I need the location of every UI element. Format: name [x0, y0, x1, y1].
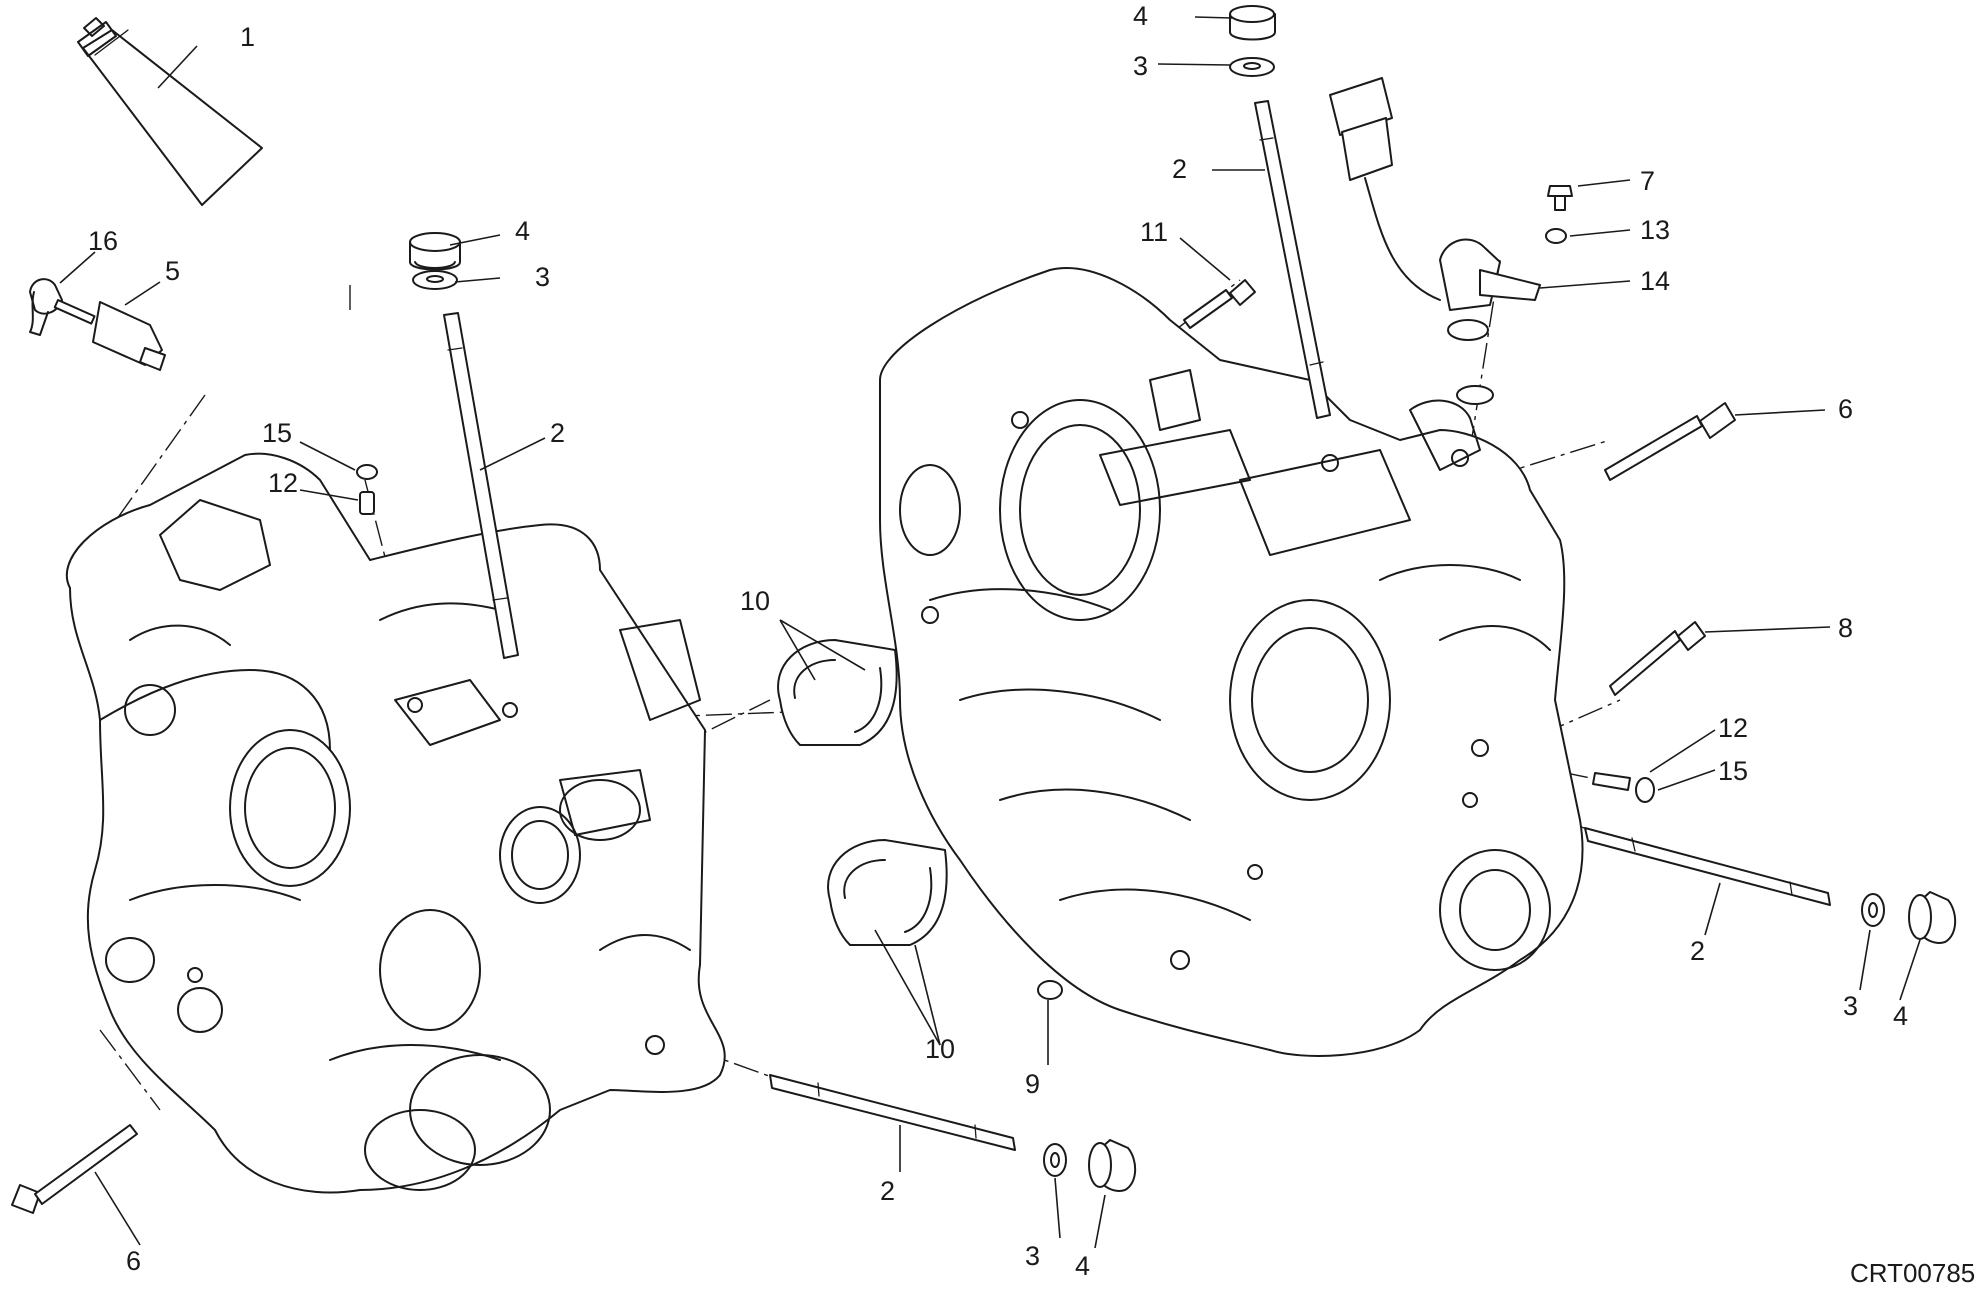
small-parts-icon — [356, 464, 1655, 1000]
callout-6-left: 6 — [126, 1246, 141, 1276]
callout-2-right-top: 2 — [1172, 154, 1187, 184]
callout-3-right-top: 3 — [1133, 51, 1148, 81]
callout-2-left-bottom: 2 — [880, 1176, 895, 1206]
callout-15-right: 15 — [1718, 756, 1748, 786]
callout-4-left-bottom: 4 — [1075, 1251, 1090, 1281]
callout-11: 11 — [1140, 217, 1168, 247]
temperature-sensor-icon — [29, 278, 166, 371]
stud-left-top-icon — [443, 312, 519, 659]
callout-12-right: 12 — [1718, 713, 1748, 743]
flange-nuts-icon — [409, 5, 1957, 1192]
callout-3-left-bottom: 3 — [1025, 1241, 1040, 1271]
stud-right-top-icon — [1254, 100, 1331, 419]
callout-4-right-top: 4 — [1133, 1, 1148, 31]
callout-1: 1 — [240, 22, 255, 52]
callout-7: 7 — [1640, 166, 1655, 196]
callout-10-bottom: 10 — [925, 1034, 955, 1064]
callout-3-left-top: 3 — [535, 262, 550, 292]
callout-2-right-bottom: 2 — [1690, 936, 1705, 966]
callout-10-top: 10 — [740, 586, 770, 616]
sealant-tube-icon — [77, 17, 263, 206]
callout-12-left: 12 — [268, 468, 298, 498]
callout-5: 5 — [165, 256, 180, 286]
callout-6-right: 6 — [1838, 394, 1853, 424]
right-crankcase-half-icon — [879, 267, 1584, 1057]
callout-15-left: 15 — [262, 418, 292, 448]
callout-2-left-top: 2 — [550, 418, 565, 448]
drawing-code: CRT00785 — [1850, 1258, 1975, 1288]
washers-icon — [412, 57, 1885, 1177]
stud-left-bottom-icon — [769, 1074, 1016, 1151]
left-crankcase-half-icon — [65, 452, 726, 1194]
callout-9: 9 — [1025, 1069, 1040, 1099]
bolts-icon — [11, 279, 1736, 1214]
callout-8: 8 — [1838, 613, 1853, 643]
callouts: 1 16 5 4 3 2 15 12 10 10 9 2 3 4 6 4 3 2… — [88, 1, 1908, 1281]
speed-sensor-icon — [1329, 77, 1573, 405]
callout-3-right-bottom: 3 — [1843, 991, 1858, 1021]
callout-16: 16 — [88, 226, 118, 256]
stud-right-bottom-icon — [1584, 827, 1831, 906]
callout-13: 13 — [1640, 215, 1670, 245]
leader-lines — [59, 16, 1921, 1249]
callout-4-right-bottom: 4 — [1893, 1001, 1908, 1031]
callout-14: 14 — [1640, 266, 1670, 296]
callout-4-left-top: 4 — [515, 216, 530, 246]
